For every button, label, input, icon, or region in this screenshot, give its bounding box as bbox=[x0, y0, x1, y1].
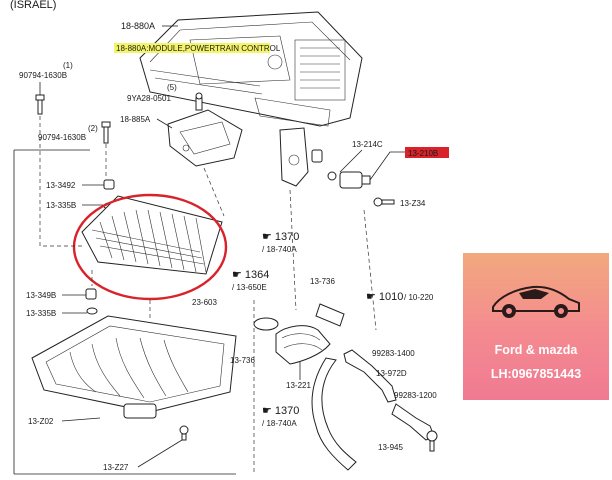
module-ref-label: 18-880A bbox=[121, 21, 155, 31]
assembly-dash-7 bbox=[363, 209, 377, 331]
clip-icon bbox=[179, 425, 189, 441]
bolt-1-qty: (1) bbox=[63, 61, 73, 70]
assembly-dash-1 bbox=[39, 116, 82, 247]
bolt-2-qty: (2) bbox=[88, 124, 98, 133]
grommet-bottom-b-ref: 13-335B bbox=[26, 309, 56, 318]
sports-car-icon bbox=[492, 285, 580, 318]
filter-ref: 23-603 bbox=[192, 298, 217, 307]
temperature-sensor-part bbox=[327, 171, 371, 189]
module-caption-highlight bbox=[114, 43, 270, 53]
clip-ref: 13-Z27 bbox=[103, 463, 129, 472]
link-1010-sub: / 10-220 bbox=[404, 293, 434, 302]
bolt-1-ref: 90794-1630B bbox=[19, 71, 67, 80]
sensor-highlight-box bbox=[405, 147, 449, 158]
grommet-bottom-ref: 13-349B bbox=[26, 291, 56, 300]
bulb-ref: 9YA28-0501 bbox=[127, 94, 171, 103]
diagram-title: (ISRAEL) bbox=[10, 0, 56, 11]
ad-brand-text: Ford & mazda bbox=[494, 343, 578, 357]
screw-ref: 13-Z34 bbox=[400, 199, 426, 208]
screw-icon bbox=[373, 197, 395, 207]
dealer-ad-card: Ford & mazda LH:0967851443 bbox=[463, 253, 609, 400]
air-cleaner-lower-case bbox=[31, 315, 237, 419]
hose-972-ref: 13-972D bbox=[376, 369, 407, 378]
sensor-leader bbox=[339, 149, 363, 173]
grommet-top-ref: 13-3492 bbox=[46, 181, 76, 190]
bolt-2-ref: 90794-1630B bbox=[38, 133, 86, 142]
frame-left-border bbox=[13, 149, 90, 474]
bracket-part bbox=[167, 109, 243, 167]
module-caption: 18-880A:MODULE,POWERTRAIN CONTROL bbox=[116, 44, 281, 53]
bracket-leader bbox=[156, 118, 173, 129]
bulb-icon bbox=[195, 92, 203, 111]
assembly-dash-4 bbox=[203, 167, 225, 217]
bolt-2-icon bbox=[101, 121, 111, 144]
clamp-1400-ref: 99283-1400 bbox=[372, 349, 415, 358]
ad-phone-text: LH:0967851443 bbox=[490, 367, 582, 381]
air-cleaner-cover bbox=[139, 11, 363, 127]
link-1370-a: ☛ 1370 bbox=[262, 231, 299, 243]
breather-hose-part bbox=[311, 349, 435, 471]
hose-945-ref: 13-945 bbox=[378, 443, 403, 452]
air-flow-sensor-part bbox=[279, 127, 323, 187]
link-1364: ☛ 1364 bbox=[232, 269, 269, 281]
lower-case-leader bbox=[61, 417, 101, 422]
clip-leader bbox=[137, 439, 183, 468]
clamp-icon bbox=[426, 430, 438, 452]
grommet-top-icon bbox=[103, 179, 115, 190]
grommet-bottom-icon bbox=[85, 288, 97, 300]
duct-ref: 13-221 bbox=[286, 381, 311, 390]
lower-case-ref: 13-Z02 bbox=[28, 417, 54, 426]
intake-duct-part bbox=[253, 317, 331, 365]
filter-highlight-circle bbox=[72, 193, 228, 301]
hose-sleeve-part bbox=[315, 303, 345, 327]
link-1370-a-sub: / 18-740A bbox=[262, 245, 297, 254]
bulb-qty: (5) bbox=[167, 83, 177, 92]
bracket-ref: 18-885A bbox=[120, 115, 151, 124]
bolt-1-icon bbox=[35, 94, 45, 115]
hose-736a-ref: 13-736 bbox=[310, 277, 335, 286]
sensor-highlight-leader bbox=[369, 151, 405, 181]
assembly-dash-6 bbox=[289, 189, 297, 311]
sensor-highlight-ref: 13-210B bbox=[408, 149, 438, 158]
hose-736b-ref: 13-736 bbox=[230, 356, 255, 365]
washer-bottom-icon bbox=[86, 307, 98, 315]
air-filter-element bbox=[81, 195, 223, 275]
link-1370-b: ☛ 1370 bbox=[262, 405, 299, 417]
link-1364-sub: / 13-650E bbox=[232, 283, 267, 292]
link-1010: ☛ 1010 bbox=[366, 291, 403, 303]
link-1370-b-sub: / 18-740A bbox=[262, 419, 297, 428]
grommet-top-b-ref: 13-335B bbox=[46, 201, 76, 210]
sensor-ref: 13-214C bbox=[352, 140, 383, 149]
clamp-1200-ref: 99283-1200 bbox=[394, 391, 437, 400]
